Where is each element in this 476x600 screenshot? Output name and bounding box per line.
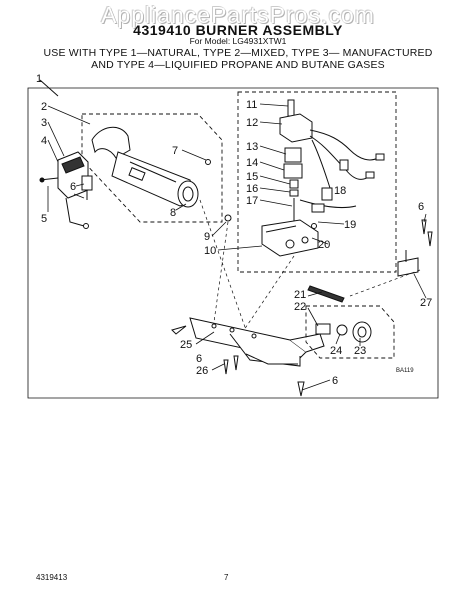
page-title: 4319410 BURNER ASSEMBLY <box>133 22 343 38</box>
callout-20: 20 <box>318 239 330 251</box>
usage-note-line-2: AND TYPE 4—LIQUIFIED PROPANE AND BUTANE … <box>91 59 385 71</box>
callout-1: 1 <box>36 73 42 85</box>
burner-tube <box>91 126 199 208</box>
callout-3: 3 <box>41 117 47 129</box>
callout-22: 22 <box>294 301 306 313</box>
mounting-bracket <box>189 317 325 367</box>
callout-10: 10 <box>204 245 216 257</box>
callout-6d: 6 <box>332 375 338 387</box>
side-bracket <box>397 250 419 277</box>
assembly-outline <box>27 79 439 399</box>
page-number: 7 <box>224 573 229 582</box>
callout-27: 27 <box>420 297 432 309</box>
usage-note-line-1: USE WITH TYPE 1—NATURAL, TYPE 2—MIXED, T… <box>43 47 433 59</box>
callout-17: 17 <box>246 195 258 207</box>
igniter <box>39 151 89 229</box>
assembly-lines <box>199 199 421 331</box>
callout-9: 9 <box>204 231 210 243</box>
callout-25: 25 <box>180 339 192 351</box>
orifice-box <box>305 305 395 359</box>
callout-23: 23 <box>354 345 366 357</box>
watermark: AppliancePartsPros.com <box>101 2 375 28</box>
callout-16: 16 <box>246 183 258 195</box>
callout-11: 11 <box>246 99 257 111</box>
orifice-parts <box>307 285 372 343</box>
callout-8: 8 <box>170 207 176 219</box>
callout-12: 12 <box>246 117 258 129</box>
valve-detail-box <box>237 91 397 273</box>
callout-24: 24 <box>330 345 342 357</box>
callout-7: 7 <box>172 145 178 157</box>
callout-6a: 6 <box>70 181 76 193</box>
leader-lines <box>47 103 427 391</box>
callout-13: 13 <box>246 141 258 153</box>
callout-26: 26 <box>196 365 208 377</box>
callout-14: 14 <box>246 157 258 169</box>
callout-18: 18 <box>334 185 346 197</box>
callout-5: 5 <box>41 213 47 225</box>
document-number: 4319413 <box>36 573 68 582</box>
wiring-harness <box>299 129 385 213</box>
callout-15: 15 <box>246 171 258 183</box>
callout-21: 21 <box>294 289 306 301</box>
callout-19: 19 <box>344 219 356 231</box>
callout-6b: 6 <box>418 201 424 213</box>
flame-sensor <box>81 175 93 200</box>
callout-labels: 1 2 3 4 5 6 7 8 9 10 11 12 13 14 15 16 1… <box>36 73 432 387</box>
callout-2: 2 <box>41 101 47 113</box>
gas-valve <box>261 99 319 257</box>
callout-6c: 6 <box>196 353 202 365</box>
figure-code: BA119 <box>396 368 414 374</box>
callout-4: 4 <box>41 135 47 147</box>
model-line: For Model: LG4931XTW1 <box>189 36 287 46</box>
screws <box>171 159 433 397</box>
